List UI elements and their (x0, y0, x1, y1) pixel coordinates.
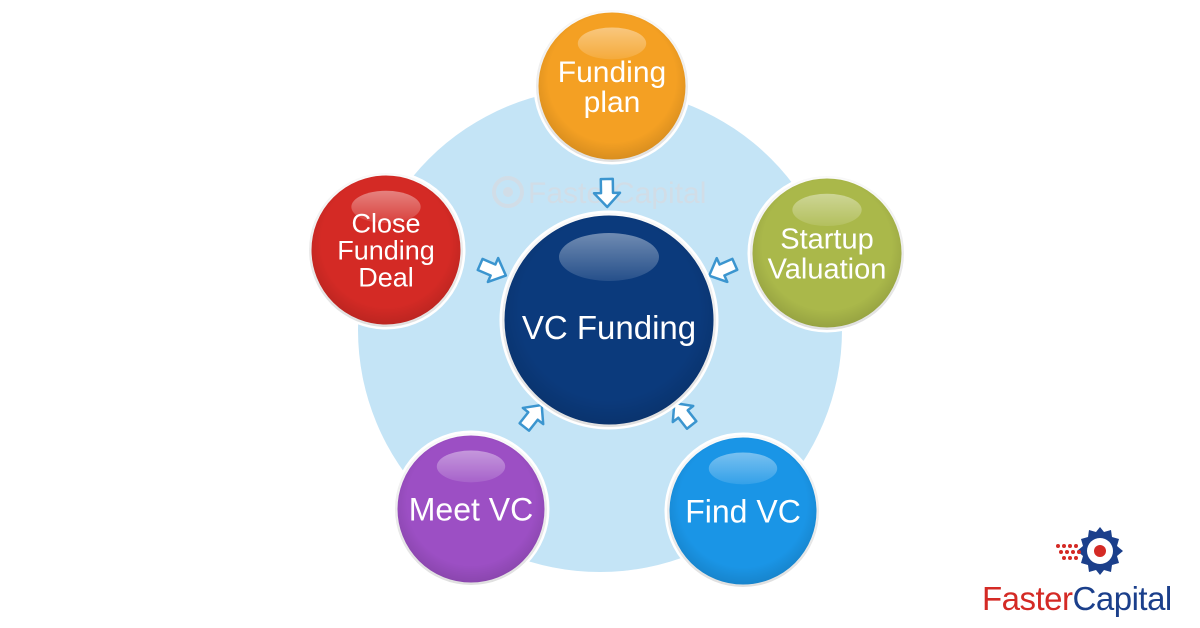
node-shade (750, 176, 904, 330)
node-label: Deal (358, 263, 414, 293)
node-shade (667, 435, 819, 587)
center-node-vc-funding: VC Funding (499, 210, 719, 430)
node-shade (536, 10, 688, 162)
node-gloss (351, 190, 421, 224)
node-label: Funding (337, 236, 435, 266)
arrow-from-find-vc-icon (671, 401, 698, 430)
node-find-vc: Find VC (664, 432, 822, 590)
node-label: Valuation (768, 253, 887, 285)
watermark-gear-icon (492, 176, 524, 208)
node-label: Meet VC (409, 492, 533, 528)
brand-capital: Capital (1072, 580, 1173, 617)
node-meet-vc: Meet VC (392, 430, 550, 588)
arrow-from-funding-plan-icon (592, 177, 622, 209)
arrow-from-startup-valuation-icon (707, 256, 739, 284)
brand-faster: Faster (982, 580, 1073, 617)
center-label: VC Funding (522, 309, 696, 346)
node-shade (395, 433, 547, 585)
node-gloss (436, 450, 506, 483)
gear-logo-icon (1056, 527, 1123, 575)
node-label: plan (584, 86, 641, 119)
node-gloss (792, 193, 862, 227)
node-gloss (708, 452, 778, 485)
node-label: Funding (558, 56, 666, 89)
node-gloss (577, 27, 647, 60)
node-label: Close (351, 209, 420, 239)
node-label: Startup (780, 223, 874, 255)
arrows-group (476, 177, 739, 432)
arrow-from-close-funding-deal-icon (476, 256, 508, 284)
node-label: Find VC (685, 494, 801, 530)
node-shade (309, 173, 463, 327)
brand-logo: FasterCapital (982, 524, 1192, 624)
brand-wordmark: FasterCapital (982, 580, 1172, 618)
arrow-from-meet-vc-icon (518, 403, 545, 432)
